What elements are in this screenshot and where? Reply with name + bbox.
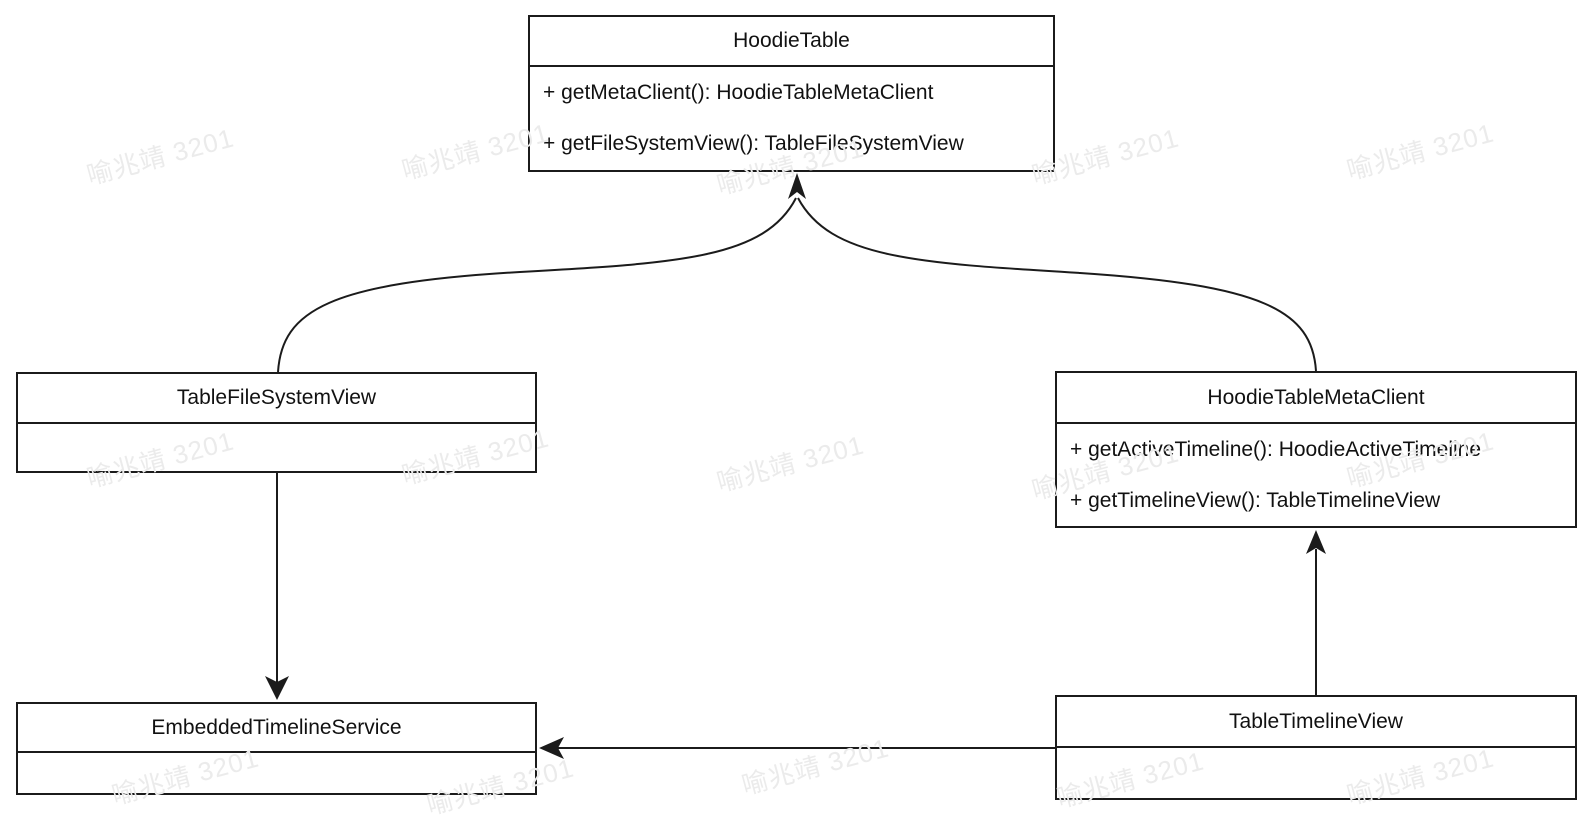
watermark: 喻兆靖 3201 xyxy=(713,429,868,498)
class-box-tablefilesystemview: TableFileSystemView xyxy=(16,372,537,473)
watermark: 喻兆靖 3201 xyxy=(1343,117,1498,186)
class-method: + getMetaClient(): HoodieTableMetaClient xyxy=(543,80,934,104)
arrow-tablefilesystemview-to-hoodietable xyxy=(277,197,797,373)
class-box-hoodietablemetaclient: HoodieTableMetaClient + getActiveTimelin… xyxy=(1055,371,1577,528)
class-title: TableFileSystemView xyxy=(18,374,535,424)
class-box-hoodietable: HoodieTable + getMetaClient(): HoodieTab… xyxy=(528,15,1055,172)
arrowhead-up-hoodietable xyxy=(788,173,806,199)
class-method: + getTimelineView(): TableTimelineView xyxy=(1070,488,1441,512)
watermark: 喻兆靖 3201 xyxy=(738,732,893,801)
class-method: + getActiveTimeline(): HoodieActiveTimel… xyxy=(1070,437,1482,461)
watermark: 喻兆靖 3201 xyxy=(83,122,238,191)
class-method: + getFileSystemView(): TableFileSystemVi… xyxy=(543,131,964,155)
class-title: TableTimelineView xyxy=(1057,697,1575,748)
class-body: + getActiveTimeline(): HoodieActiveTimel… xyxy=(1057,424,1575,526)
class-title: HoodieTableMetaClient xyxy=(1057,373,1575,424)
class-title: HoodieTable xyxy=(530,17,1053,67)
class-box-embeddedtimelineservice: EmbeddedTimelineService xyxy=(16,702,537,795)
arrowhead-left-embeddedtimelineservice xyxy=(539,737,564,759)
arrowhead-up-hoodietablemetaclient xyxy=(1306,530,1326,554)
class-title: EmbeddedTimelineService xyxy=(18,704,535,753)
class-box-tabletimelineview: TableTimelineView xyxy=(1055,695,1577,800)
arrowhead-down-embeddedtimelineservice xyxy=(265,676,289,700)
class-body: + getMetaClient(): HoodieTableMetaClient… xyxy=(530,67,1053,169)
arrow-hoodietablemetaclient-to-hoodietable xyxy=(797,197,1317,372)
